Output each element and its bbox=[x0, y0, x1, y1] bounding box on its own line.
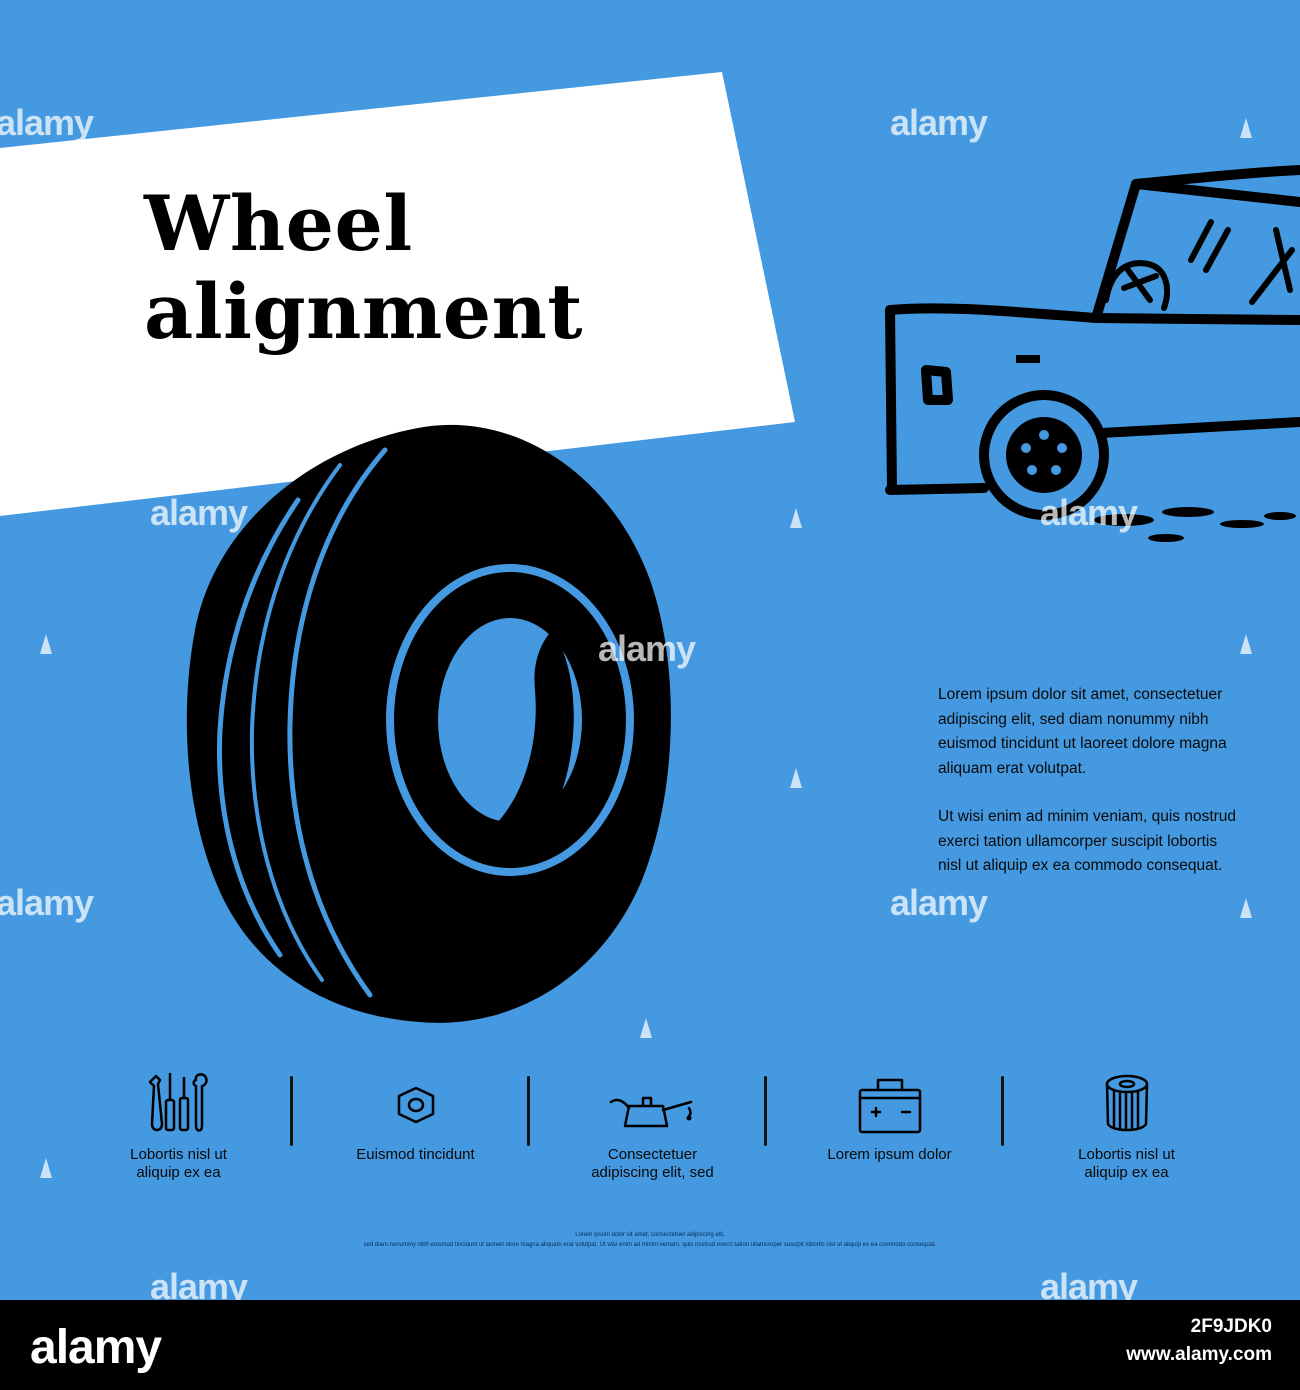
title-line-1: Wheel bbox=[144, 179, 413, 268]
watermark: alamy bbox=[150, 492, 248, 533]
feature-filter: Lobortis nisl ut aliquip ex ea bbox=[1008, 1068, 1245, 1198]
feature-label-line1: Euismod tincidunt bbox=[356, 1146, 475, 1163]
title-card bbox=[0, 72, 795, 516]
watermark-mark-icon bbox=[1240, 634, 1252, 654]
title-line-2: alignment bbox=[144, 267, 584, 356]
poster-title: Wheel alignment bbox=[144, 180, 583, 356]
watermark: alamy bbox=[890, 882, 988, 923]
watermark: alamy bbox=[0, 102, 94, 143]
watermark: alamy bbox=[0, 882, 94, 923]
feature-label-line2: aliquip ex ea bbox=[1084, 1164, 1169, 1181]
watermark-mark-icon bbox=[1240, 118, 1252, 138]
body-paragraph-1: Lorem ipsum dolor sit amet, consectetuer… bbox=[938, 686, 1227, 777]
body-paragraph-2: Ut wisi enim ad minim veniam, quis nostr… bbox=[938, 808, 1237, 874]
battery-icon bbox=[858, 1078, 921, 1134]
watermark-mark-icon bbox=[40, 634, 52, 654]
feature-label-line1: Lobortis nisl ut bbox=[130, 1146, 227, 1163]
watermark: alamy bbox=[598, 628, 696, 669]
watermark-mark-icon bbox=[343, 118, 355, 138]
fine-print-line-2: sed diam nonummy nibh euismod tincidunt … bbox=[363, 1242, 937, 1248]
tools-icon bbox=[148, 1072, 208, 1132]
body-text: Lorem ipsum dolor sit amet, consectetuer… bbox=[938, 683, 1238, 903]
feature-battery: Lorem ipsum dolor bbox=[771, 1068, 1008, 1198]
oil-can-icon bbox=[609, 1096, 692, 1128]
feature-label-line2: aliquip ex ea bbox=[136, 1164, 221, 1181]
footer-bar: alamy 2F9JDK0 www.alamy.com bbox=[0, 1300, 1300, 1390]
feature-divider bbox=[527, 1076, 530, 1146]
tire-icon bbox=[186, 424, 671, 1023]
feature-divider bbox=[764, 1076, 767, 1146]
fine-print-line-1: Lorem ipsum dolor sit amet, consectetuer… bbox=[575, 1232, 725, 1238]
feature-nut: Euismod tincidunt bbox=[297, 1068, 534, 1198]
watermark-mark-icon bbox=[640, 1018, 652, 1038]
watermark-mark-icon bbox=[1240, 898, 1252, 918]
feature-oil-can: Consectetuer adipiscing elit, sed bbox=[534, 1068, 771, 1198]
watermark: alamy bbox=[1040, 492, 1138, 533]
feature-label-line1: Lorem ipsum dolor bbox=[827, 1146, 952, 1163]
filter-icon bbox=[1105, 1074, 1148, 1132]
fine-print: Lorem ipsum dolor sit amet, consectetuer… bbox=[0, 1230, 1300, 1250]
watermark-mark-icon bbox=[40, 1158, 52, 1178]
watermark: alamy bbox=[890, 102, 988, 143]
footer-image-id: 2F9JDK0 bbox=[1190, 1316, 1272, 1337]
feature-label-line1: Consectetuer bbox=[607, 1146, 698, 1163]
watermark: alamy bbox=[150, 1266, 248, 1300]
feature-divider bbox=[290, 1076, 293, 1146]
watermark-mark-icon bbox=[790, 508, 802, 528]
feature-divider bbox=[1001, 1076, 1004, 1146]
nut-icon bbox=[397, 1086, 434, 1124]
footer-url[interactable]: www.alamy.com bbox=[1126, 1344, 1272, 1365]
poster: Wheel alignment bbox=[0, 0, 1300, 1300]
watermark-mark-icon bbox=[790, 768, 802, 788]
car-icon bbox=[885, 165, 1300, 542]
feature-label-line1: Lobortis nisl ut bbox=[1078, 1146, 1175, 1163]
footer-logo: alamy bbox=[30, 1321, 162, 1374]
feature-label-line2: adipiscing elit, sed bbox=[591, 1164, 714, 1181]
feature-tools: Lobortis nisl ut aliquip ex ea bbox=[60, 1068, 297, 1198]
watermark: alamy bbox=[1040, 1266, 1138, 1300]
features-row: Lobortis nisl ut aliquip ex ea Euismod t… bbox=[60, 1068, 1240, 1198]
